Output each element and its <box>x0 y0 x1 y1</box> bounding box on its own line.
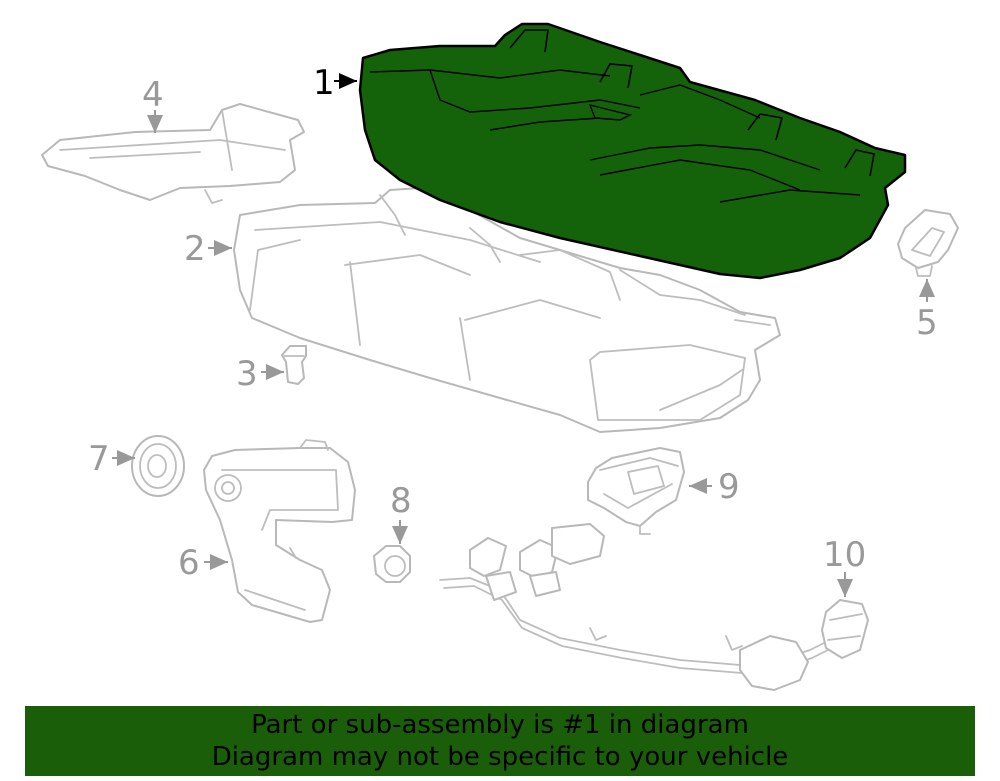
banner-line-2: Diagram may not be specific to your vehi… <box>211 742 789 772</box>
callout-1[interactable]: 1 <box>313 63 335 103</box>
part-4-seat-pan-panel[interactable] <box>41 103 305 204</box>
callout-9[interactable]: 9 <box>718 467 740 507</box>
part-10-wiring-harness[interactable] <box>439 523 869 691</box>
part-9-module[interactable] <box>587 447 685 535</box>
part-5-bezel[interactable] <box>897 209 959 277</box>
callout-2[interactable]: 2 <box>184 229 206 269</box>
callout-8[interactable]: 8 <box>390 481 412 521</box>
exploded-parts-diagram: 1 4 2 3 5 7 6 8 9 10 <box>41 22 959 691</box>
callout-5[interactable]: 5 <box>916 303 938 343</box>
callout-3[interactable]: 3 <box>236 354 258 394</box>
callout-4[interactable]: 4 <box>142 75 164 115</box>
callout-7[interactable]: 7 <box>88 439 110 479</box>
part-3-clip[interactable] <box>281 345 307 385</box>
part-6-bracket[interactable] <box>203 439 356 623</box>
callout-10[interactable]: 10 <box>823 535 866 575</box>
part-7-grommet[interactable] <box>131 435 185 497</box>
banner-line-1: Part or sub-assembly is #1 in diagram <box>251 710 749 740</box>
part-1-seat-cushion-assembly[interactable] <box>358 22 907 280</box>
info-banner: Part or sub-assembly is #1 in diagram Di… <box>25 706 975 776</box>
leader-lines <box>112 73 935 597</box>
callout-6[interactable]: 6 <box>178 543 200 583</box>
part-8-nut[interactable] <box>373 545 411 583</box>
